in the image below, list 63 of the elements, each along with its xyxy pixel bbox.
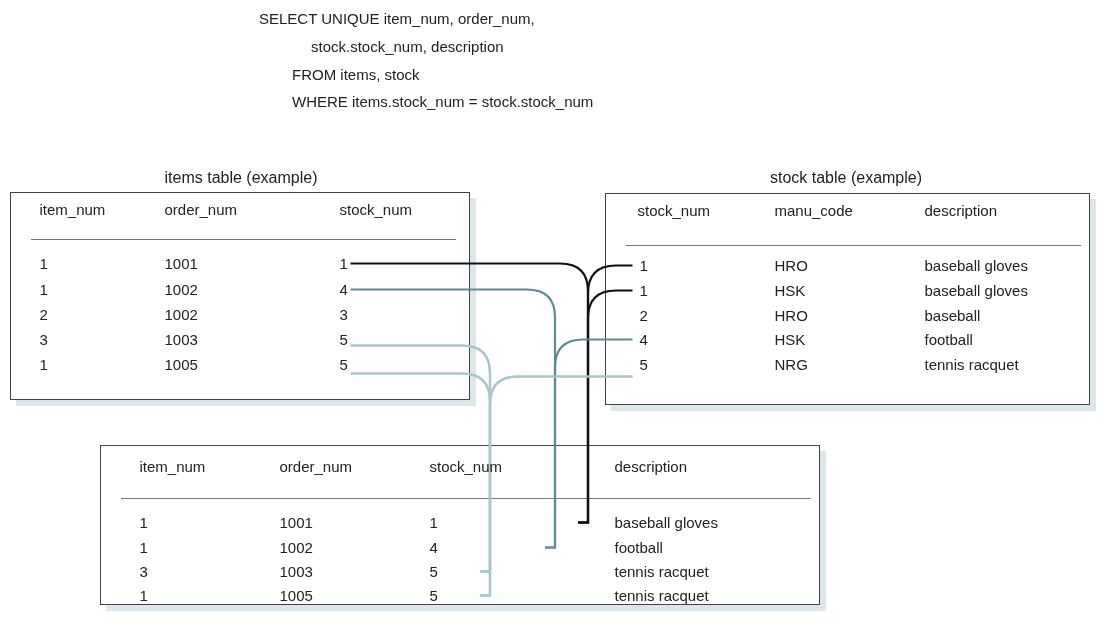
table-cell: tennis racquet <box>614 562 709 581</box>
table-cell: 1002 <box>164 305 198 324</box>
table-cell: NRG <box>774 355 808 374</box>
table-cell: 1001 <box>279 513 313 532</box>
table-cell: 1003 <box>164 330 198 349</box>
column-header: item_num <box>139 457 206 476</box>
code-line: stock.stock_num, description <box>311 38 504 56</box>
table-cell: 4 <box>339 280 348 299</box>
table-cell: 1 <box>639 281 648 300</box>
table-cell: HRO <box>774 256 808 275</box>
table-cell: 1 <box>139 538 148 557</box>
column-header: order_num <box>279 457 353 476</box>
table-cell: 5 <box>339 355 348 374</box>
table-cell: baseball <box>924 306 981 325</box>
table-cell: 1 <box>139 513 148 532</box>
table-cell: tennis racquet <box>614 586 709 605</box>
table-cell: 1001 <box>164 254 198 273</box>
table-cell: baseball gloves <box>924 281 1028 300</box>
table-cell: 5 <box>339 330 348 349</box>
table-cell: HSK <box>774 281 806 300</box>
table-cell: HSK <box>774 330 806 349</box>
table-cell: HRO <box>774 306 808 325</box>
table-cell: 5 <box>639 355 648 374</box>
table-cell: tennis racquet <box>924 355 1019 374</box>
column-header: stock_num <box>429 457 503 476</box>
table-cell: 1 <box>639 256 648 275</box>
column-header: manu_code <box>774 201 853 220</box>
table-cell: 1003 <box>279 562 313 581</box>
column-header: description <box>924 201 998 220</box>
column-header: description <box>614 457 688 476</box>
table-cell: 1 <box>39 280 48 299</box>
table-cell: 1002 <box>164 280 198 299</box>
column-header: order_num <box>164 200 238 219</box>
column-header: stock_num <box>637 201 711 220</box>
table-title: stock table (example) <box>769 169 923 187</box>
table-cell: 1005 <box>279 586 313 605</box>
column-header: stock_num <box>339 200 413 219</box>
table-cell: 4 <box>639 330 648 349</box>
table-cell: 1005 <box>164 355 198 374</box>
column-header: item_num <box>39 200 106 219</box>
table-cell: 3 <box>39 330 48 349</box>
table-cell: football <box>924 330 973 349</box>
code-line: SELECT UNIQUE item_num, order_num, <box>259 10 535 28</box>
table-cell: 1 <box>39 254 48 273</box>
table-cell: 2 <box>39 305 48 324</box>
table-cell: football <box>614 538 663 557</box>
code-line: FROM items, stock <box>292 66 420 84</box>
table-title: items table (example) <box>164 169 318 187</box>
table-cell: 1 <box>139 586 148 605</box>
table-cell: 1 <box>429 513 438 532</box>
table-cell: 3 <box>139 562 148 581</box>
table-cell: 5 <box>429 562 438 581</box>
table-cell: 1 <box>39 355 48 374</box>
table-cell: 2 <box>639 306 648 325</box>
table-cell: baseball gloves <box>924 256 1028 275</box>
connector-line <box>545 338 633 549</box>
table-cell: baseball gloves <box>614 513 718 532</box>
code-line: WHERE items.stock_num = stock.stock_num <box>292 93 594 111</box>
table-cell: 3 <box>339 305 348 324</box>
table-cell: 1 <box>339 254 348 273</box>
table-cell: 5 <box>429 586 438 605</box>
table-cell: 1002 <box>279 538 313 557</box>
table-cell: 4 <box>429 538 438 557</box>
